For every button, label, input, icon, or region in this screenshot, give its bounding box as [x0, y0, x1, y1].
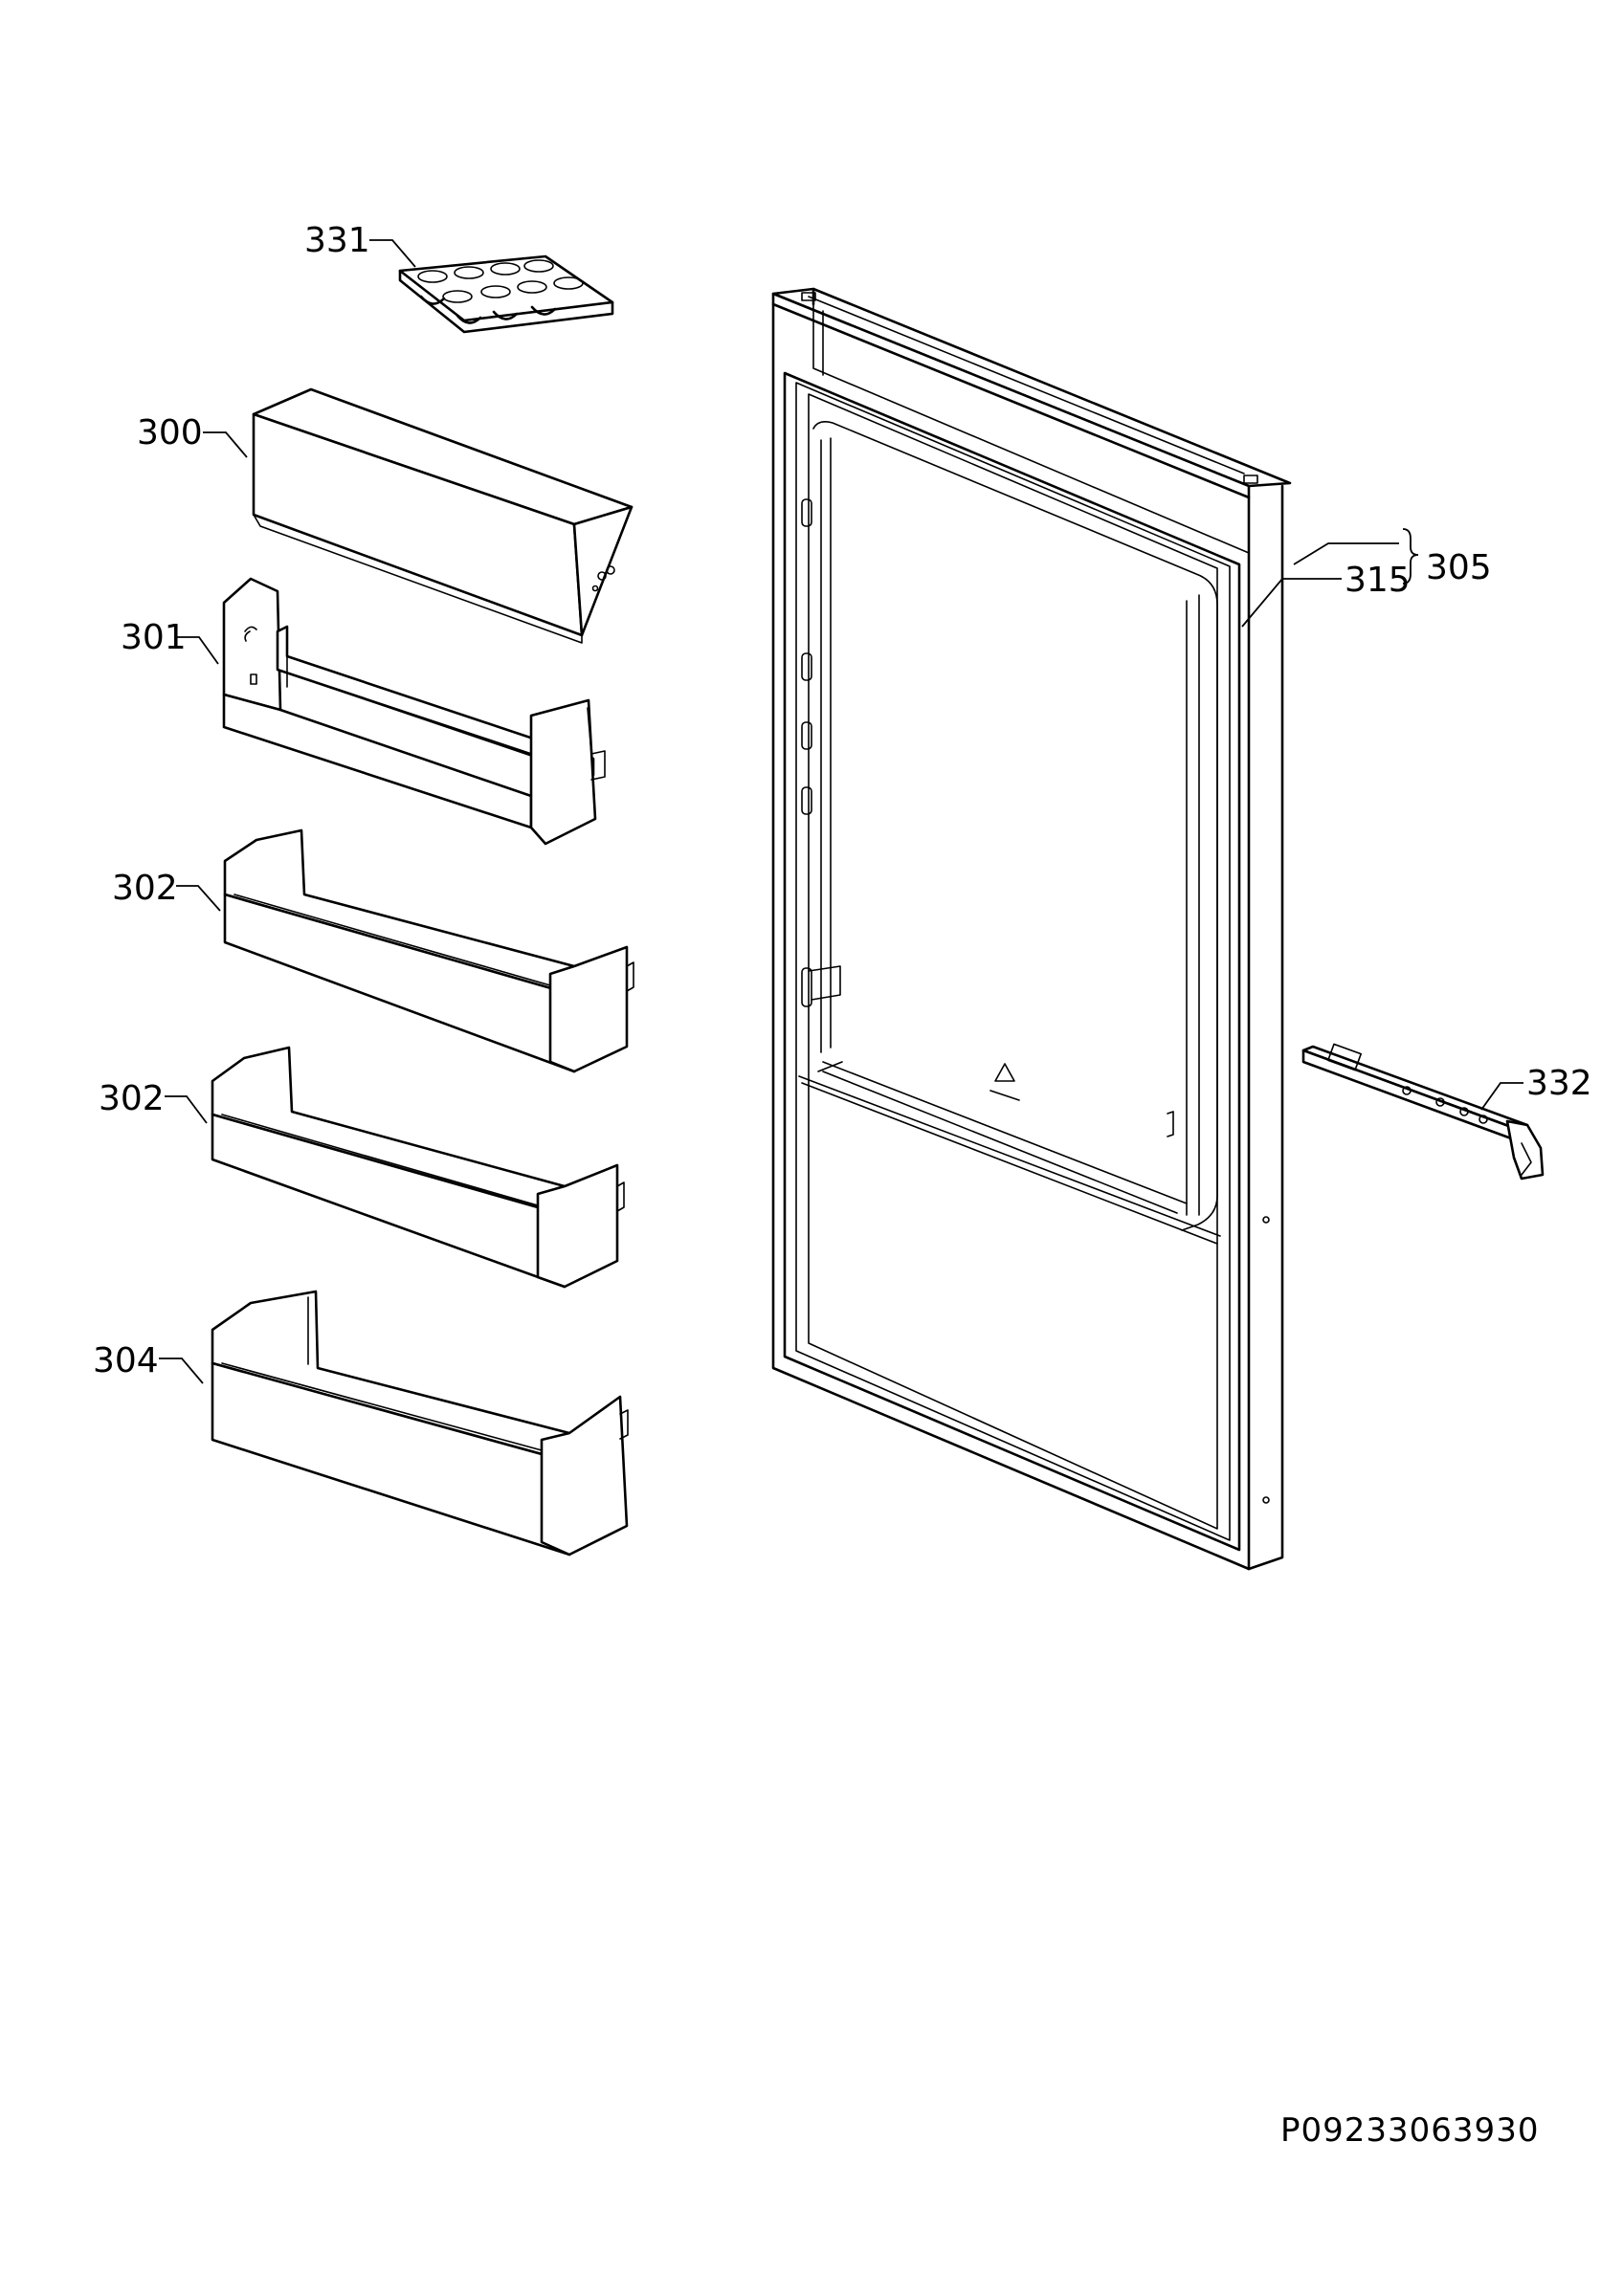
label-300: 300 — [137, 413, 203, 453]
label-301: 301 — [121, 618, 187, 657]
leader-302-upper — [176, 885, 221, 912]
document-code: P09233063930 — [1280, 2111, 1539, 2150]
leader-301 — [176, 636, 219, 665]
door-balcony-302-lower — [211, 1046, 625, 1289]
covered-shelf-300 — [252, 387, 634, 644]
leader-315 — [1241, 578, 1342, 628]
label-331: 331 — [304, 221, 370, 260]
brace-305 — [1402, 528, 1419, 585]
leader-302-lower — [165, 1095, 208, 1124]
leader-331 — [369, 239, 416, 268]
label-302-lower: 302 — [99, 1079, 165, 1118]
hinge-332 — [1301, 1043, 1545, 1181]
leader-332 — [1480, 1082, 1523, 1111]
leader-305 — [1293, 542, 1399, 565]
door-shelf-301 — [222, 577, 606, 846]
label-315: 315 — [1345, 561, 1411, 600]
door-balcony-302-upper — [223, 828, 634, 1073]
label-332: 332 — [1526, 1064, 1592, 1103]
leader-304 — [159, 1358, 204, 1384]
leader-300 — [203, 431, 248, 458]
label-302-upper: 302 — [112, 869, 178, 908]
door-balcony-304 — [211, 1290, 629, 1556]
door-assembly-305 — [771, 287, 1292, 1571]
label-304: 304 — [93, 1341, 159, 1380]
label-305: 305 — [1426, 548, 1492, 587]
egg-tray-331 — [398, 254, 614, 334]
